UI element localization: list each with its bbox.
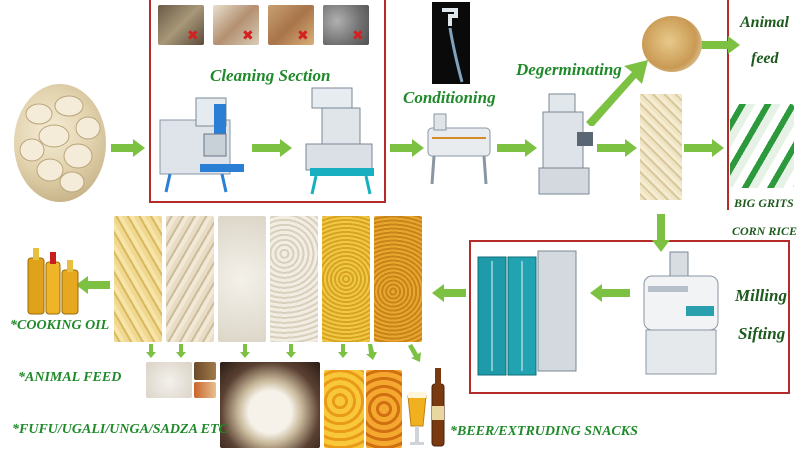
impurity-wood-image (268, 5, 314, 45)
reject-icon: ✖ (187, 28, 199, 44)
impurity-straw-image (158, 5, 204, 45)
animal-feed-flour-image (146, 362, 192, 398)
cooking-oil-label: *COOKING OIL (10, 318, 110, 333)
plansifter-machine (476, 247, 580, 377)
corn-grits-image (640, 94, 682, 200)
beer-image (404, 360, 448, 450)
beer-snacks-label: *BEER/EXTRUDING SNACKS (450, 424, 638, 439)
animal-feed-top-label-2: feed (751, 50, 779, 67)
impurity-roots-image (213, 5, 259, 45)
raw-corn-image (14, 84, 106, 202)
arrow-down-4 (286, 344, 296, 358)
milling-box (469, 240, 790, 394)
arrow-down-2 (176, 344, 186, 358)
product-fine-flour-image (218, 216, 266, 342)
roller-mill-machine (640, 250, 722, 380)
product-meal-white-image (270, 216, 318, 342)
animal-feed-label: *ANIMAL FEED (18, 370, 122, 385)
arrow-down-1 (146, 344, 156, 358)
conditioning-water-image (432, 2, 470, 84)
degerminating-machine (535, 92, 597, 200)
arrow-to-grits (597, 139, 637, 157)
arrow-down-3 (240, 344, 250, 358)
impurity-stones-image (323, 5, 369, 45)
snacks-balls-image (366, 370, 402, 448)
reject-icon: ✖ (352, 28, 364, 44)
reject-icon: ✖ (242, 28, 254, 44)
arrow-down-5 (338, 344, 348, 358)
arrow-to-conditioning (390, 139, 424, 157)
arrow-corn-to-cleaning (111, 139, 145, 157)
product-meal-yellow-image (374, 216, 422, 342)
fufu-label: *FUFU/UGALI/UNGA/SADZA ETC (12, 422, 228, 437)
conditioning-machine (424, 108, 494, 188)
milling-label: Milling (735, 286, 787, 305)
cleaning-machine-1 (156, 94, 248, 196)
arrow-down-6 (366, 344, 377, 360)
arrow-degerminating-to-feed (586, 60, 648, 126)
arrow-to-degerminating (497, 139, 537, 157)
arrow-down-7 (408, 344, 421, 362)
sifting-label: Sifting (738, 324, 786, 343)
divider-middle (384, 0, 386, 203)
product-flakes-white-image (166, 216, 214, 342)
arrow-to-cooking-oil (76, 276, 110, 294)
fufu-bowl-image (220, 362, 320, 448)
big-grits-label: BIG GRITS (734, 196, 794, 210)
product-flakes-yellow-image (114, 216, 162, 342)
germ-feed-image (642, 16, 702, 72)
divider-bottom (149, 201, 386, 203)
cleaning-section-label: Cleaning Section (210, 66, 331, 85)
divider-left (149, 0, 151, 203)
cooking-oil-bottles-image (26, 240, 80, 316)
animal-feed-top-label-1: Animal (740, 14, 789, 31)
conditioning-label: Conditioning (403, 88, 496, 107)
snacks-yellow-image (324, 370, 364, 448)
corn-rice-label: CORN RICE (732, 224, 798, 238)
product-grits-yellow-image (322, 216, 370, 342)
divider-right (727, 0, 729, 210)
degerminating-label: Degerminating (516, 60, 622, 79)
arrow-milling-to-sifter (590, 284, 630, 302)
arrow-cleaning-1 (252, 139, 292, 157)
chicken-image (194, 382, 216, 398)
big-grits-bags-image (730, 104, 794, 188)
livestock-image (194, 362, 216, 380)
arrow-to-animal-feed-top (700, 36, 740, 54)
arrow-sifter-to-products (432, 284, 466, 302)
arrow-grits-to-milling (652, 214, 670, 252)
cleaning-machine-2 (300, 86, 380, 198)
arrow-to-big-grits (684, 139, 724, 157)
reject-icon: ✖ (297, 28, 309, 44)
